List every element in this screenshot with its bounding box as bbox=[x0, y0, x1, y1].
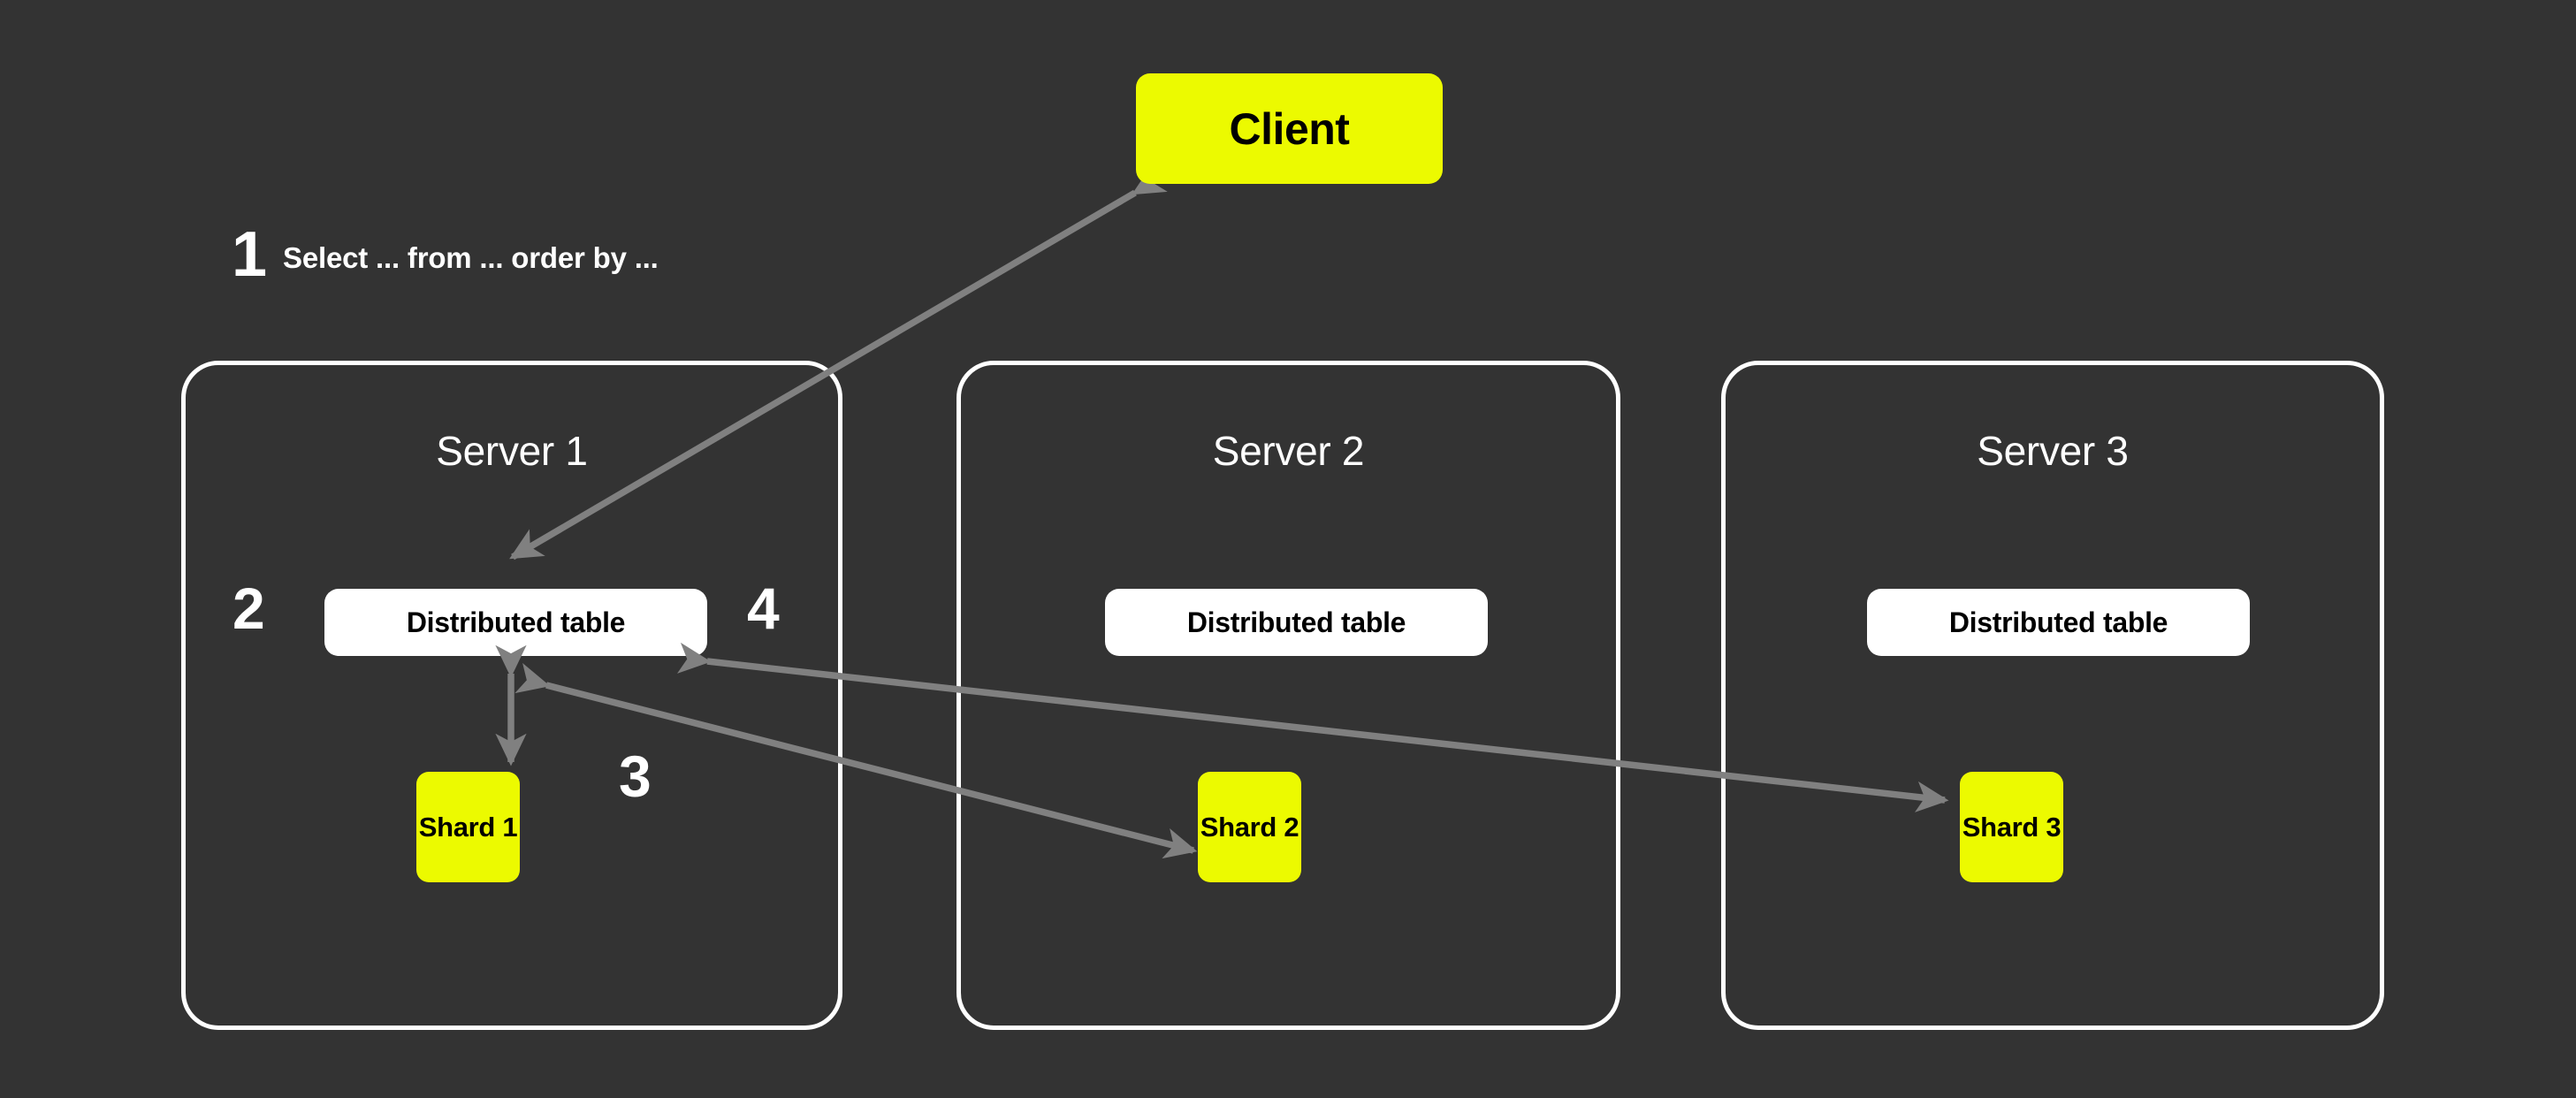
step-4-number: 4 bbox=[747, 576, 780, 641]
step-1-annotation: 1 Select ... from ... order by ... bbox=[232, 223, 659, 286]
shard-node-1[interactable]: Shard 1 bbox=[416, 772, 520, 882]
distributed-table-node-1[interactable]: Distributed table bbox=[324, 589, 707, 656]
step-1-query-text: Select ... from ... order by ... bbox=[283, 240, 659, 274]
server-container-1: Server 1 Distributed table Shard 1 bbox=[181, 361, 842, 1030]
shard-node-2[interactable]: Shard 2 bbox=[1198, 772, 1301, 882]
server-title-3: Server 3 bbox=[1977, 428, 2129, 474]
shard-label-3: Shard 3 bbox=[1962, 812, 2062, 843]
step-2-number: 2 bbox=[232, 576, 265, 641]
distributed-table-node-2[interactable]: Distributed table bbox=[1105, 589, 1488, 656]
shard-node-3[interactable]: Shard 3 bbox=[1960, 772, 2063, 882]
server-container-3: Server 3 Distributed table Shard 3 bbox=[1721, 361, 2384, 1030]
client-label: Client bbox=[1229, 103, 1350, 154]
shard-label-2: Shard 2 bbox=[1200, 812, 1299, 843]
step-1-number: 1 bbox=[232, 219, 268, 290]
distributed-table-label-3: Distributed table bbox=[1948, 606, 2168, 638]
distributed-table-label-2: Distributed table bbox=[1186, 606, 1406, 638]
distributed-table-node-3[interactable]: Distributed table bbox=[1867, 589, 2250, 656]
step-3-number: 3 bbox=[619, 743, 652, 809]
shard-label-1: Shard 1 bbox=[418, 812, 518, 843]
distributed-table-label-1: Distributed table bbox=[406, 606, 626, 638]
client-node[interactable]: Client bbox=[1136, 73, 1443, 184]
server-title-2: Server 2 bbox=[1212, 428, 1365, 474]
server-container-2: Server 2 Distributed table Shard 2 bbox=[956, 361, 1620, 1030]
server-title-1: Server 1 bbox=[436, 428, 588, 474]
